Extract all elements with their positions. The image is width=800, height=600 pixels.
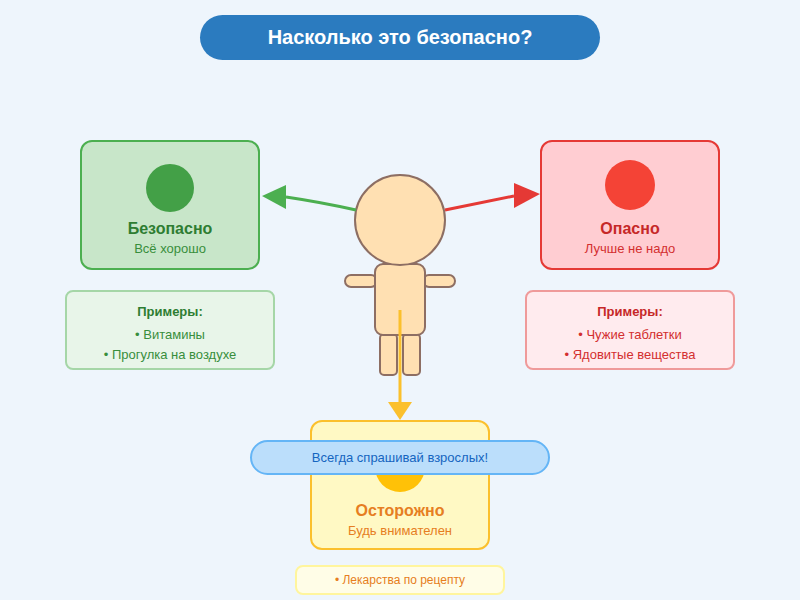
box-heading: Безопасно: [128, 219, 213, 239]
examples-box: Примеры: • Чужие таблетки• Ядовитые вещес…: [525, 290, 735, 370]
examples-box: Примеры: • Витамины• Прогулка на воздухе: [65, 290, 275, 370]
box-text: • Витамины: [135, 325, 205, 345]
right-leg: [403, 334, 420, 375]
box-text: Лучше не надо: [585, 239, 675, 258]
head: [355, 175, 445, 265]
box-text: Всё хорошо: [134, 239, 206, 258]
box-heading: Осторожно: [356, 501, 445, 521]
danger-arrow: [445, 196, 514, 210]
title-pill: Насколько это безопасно?: [200, 15, 600, 60]
box-text: • Чужие таблетки: [578, 325, 681, 345]
box-heading: • Лекарства по рецепту: [335, 571, 465, 589]
safe-box: БезопасноВсё хорошо: [80, 140, 260, 270]
left-arm: [345, 275, 377, 287]
box-heading: Примеры:: [597, 302, 663, 322]
examples-box: • Лекарства по рецепту: [295, 565, 505, 595]
icon-circle: [146, 164, 194, 212]
box-heading: Всегда спрашивай взрослых!: [312, 449, 488, 467]
arrows: [262, 183, 540, 420]
arrowhead: [262, 185, 286, 209]
advice-banner: Всегда спрашивай взрослых!: [250, 440, 550, 475]
box-text: • Ядовитые вещества: [565, 345, 696, 365]
safe-arrow: [286, 197, 356, 210]
box-text: • Прогулка на воздухе: [104, 345, 237, 365]
arrowhead: [388, 402, 412, 420]
left-leg: [380, 334, 397, 375]
danger-box: ОпасноЛучше не надо: [540, 140, 720, 270]
box-text: Будь внимателен: [348, 521, 452, 541]
box-heading: Примеры:: [137, 302, 203, 322]
icon-circle: [605, 160, 655, 210]
box-heading: Опасно: [600, 219, 659, 239]
arrowhead: [514, 183, 540, 208]
title-text: Насколько это безопасно?: [268, 26, 533, 49]
right-arm: [423, 275, 455, 287]
caution-arrow: [399, 310, 402, 402]
